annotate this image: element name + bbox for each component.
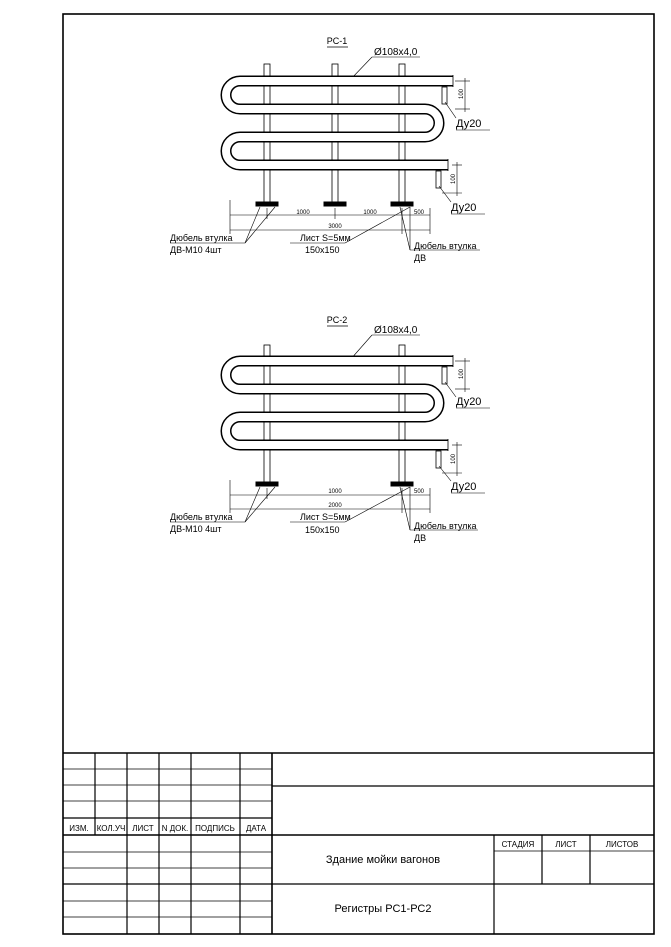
base-plate [255,201,279,207]
note-dowel-right: Дюбель втулка [414,241,477,251]
drawing-rs1: РС-1 Ø108x4,0 100 100 [170,36,490,263]
pipe-size-label: Ø108x4,0 [374,47,418,58]
dim-label: 500 [414,210,425,216]
base-plate [323,201,347,207]
register-pipe [220,355,453,451]
note-plate-size: 150x150 [305,245,340,255]
header-kol-uch: КОЛ.УЧ [97,824,126,833]
dim-100: 100 [451,173,457,184]
sheet-title: Регистры РС1-РС2 [335,903,432,915]
note-dowel-right-spec: ДВ [414,533,426,543]
drawing-title: РС-2 [327,315,347,325]
nozzle-label: Ду20 [456,396,481,408]
nozzle [441,366,448,385]
dim-100: 100 [459,88,465,99]
base-plate [255,481,279,487]
nozzle [441,86,448,105]
dim-total: 3000 [328,224,342,230]
nozzle-label: Ду20 [451,481,476,493]
pipe-size-label: Ø108x4,0 [374,325,418,336]
dim-label: 1000 [328,489,342,495]
note-plate: Лист S=5мм [300,233,351,243]
register-pipe [220,75,453,171]
header-izm: ИЗМ. [69,824,88,833]
dim-total: 2000 [328,503,342,509]
header-doc-no: N ДОК. [162,824,189,833]
dim-100: 100 [459,368,465,379]
nozzle [435,170,442,189]
nozzle [435,450,442,469]
note-dowel: Дюбель втулка [170,512,233,522]
dim-label: 1000 [363,210,377,216]
dim-label: 500 [414,489,425,495]
note-dowel: Дюбель втулка [170,233,233,243]
sheet-frame [62,13,655,935]
note-dowel-spec: ДВ-М10 4шт [170,524,221,534]
header-list: ЛИСТ [132,824,154,833]
nozzle-label: Ду20 [451,202,476,214]
dim-100: 100 [451,453,457,464]
note-dowel-right-spec: ДВ [414,253,426,263]
note-dowel-right: Дюбель втулка [414,521,477,531]
header-date: ДАТА [246,824,267,833]
drawing-title: РС-1 [327,36,347,46]
title-block [63,752,654,934]
base-plate [390,201,414,207]
note-plate-size: 150x150 [305,525,340,535]
note-plate: Лист S=5мм [300,512,351,522]
building-name: Здание мойки вагонов [326,854,440,866]
base-plate [390,481,414,487]
drawing-rs2: РС-2 Ø108x4,0 100 100 Ду20 Ду2 [170,315,490,543]
title-block-headers: ИЗМ. КОЛ.УЧ ЛИСТ N ДОК. ПОДПИСЬ ДАТА СТА… [69,824,638,915]
header-sheet: ЛИСТ [555,840,577,849]
dim-label: 1000 [296,210,310,216]
header-sheets: ЛИСТОВ [606,840,639,849]
nozzle-label: Ду20 [456,118,481,130]
header-stage: СТАДИЯ [502,840,535,849]
header-signature: ПОДПИСЬ [195,824,235,833]
note-dowel-spec: ДВ-М10 4шт [170,245,221,255]
